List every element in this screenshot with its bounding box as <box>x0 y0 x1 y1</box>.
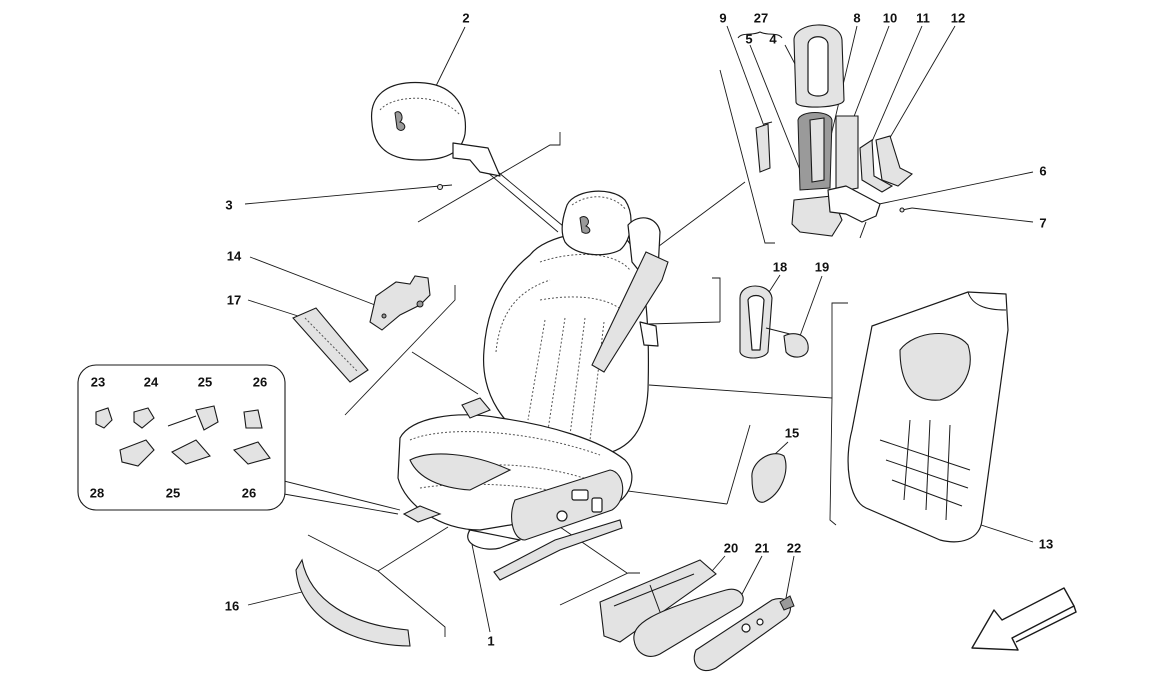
buckle-cover-part <box>739 285 773 359</box>
label-part-11: 11 <box>916 10 930 26</box>
screw-part <box>436 183 453 191</box>
label-part-21: 21 <box>754 540 770 556</box>
label-part-4: 4 <box>769 31 777 47</box>
label-part-27: 27 <box>753 10 769 26</box>
tube-part <box>292 307 369 383</box>
headrest-part <box>371 81 501 177</box>
label-part-26-bottom: 26 <box>241 485 257 501</box>
label-part-25-top: 25 <box>197 374 213 390</box>
label-part-2: 2 <box>462 10 470 26</box>
inset-clips-box <box>77 364 286 511</box>
label-part-19: 19 <box>814 259 830 275</box>
label-part-20: 20 <box>723 540 739 556</box>
lower-switch-parts <box>599 559 795 672</box>
label-part-1: 1 <box>487 633 495 649</box>
label-part-28: 28 <box>89 485 105 501</box>
label-part-23: 23 <box>90 374 106 390</box>
lower-trim-part <box>295 558 411 647</box>
label-part-22: 22 <box>786 540 802 556</box>
label-part-7: 7 <box>1039 215 1047 231</box>
label-part-18: 18 <box>772 259 788 275</box>
seat-assembly <box>397 190 669 581</box>
label-part-10: 10 <box>882 10 898 26</box>
label-part-8: 8 <box>853 10 861 26</box>
label-part-17: 17 <box>226 292 242 308</box>
label-part-3: 3 <box>225 197 233 213</box>
side-cover-part <box>751 453 787 503</box>
label-part-25-bottom: 25 <box>165 485 181 501</box>
label-part-5: 5 <box>745 31 753 47</box>
label-part-9: 9 <box>719 10 727 26</box>
upper-right-parts <box>737 24 913 239</box>
release-lever-part <box>765 327 809 358</box>
label-part-12: 12 <box>950 10 966 26</box>
arrow-left-down-icon <box>971 587 1077 651</box>
label-part-15: 15 <box>784 425 800 441</box>
label-part-14: 14 <box>226 248 242 264</box>
backrest-shell-part <box>847 291 1009 543</box>
label-part-16: 16 <box>224 598 240 614</box>
label-part-26-top: 26 <box>252 374 268 390</box>
label-part-13: 13 <box>1038 536 1054 552</box>
label-part-6: 6 <box>1039 163 1047 179</box>
label-part-24: 24 <box>143 374 159 390</box>
bracket-part <box>369 275 431 331</box>
